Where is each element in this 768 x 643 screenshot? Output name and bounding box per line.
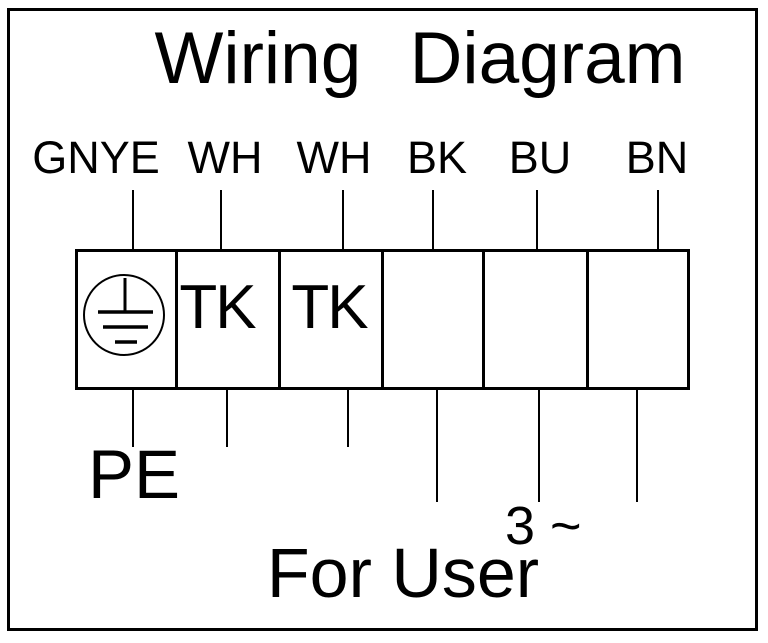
wire-bu-top-segment: [536, 190, 538, 251]
diagram-border: [7, 8, 758, 631]
wire-tk-2-bottom-segment: [347, 389, 349, 447]
terminal-divider: [482, 252, 485, 387]
wire-tk-1-bottom-segment: [226, 389, 228, 447]
wire-label-bu: BU: [508, 132, 572, 183]
wire-bu-bottom-segment: [538, 389, 540, 502]
earth-ground-icon: [83, 274, 165, 356]
wire-label-bk: BK: [406, 132, 468, 183]
terminal-label-tk-1: TK: [179, 273, 256, 342]
terminal-divider: [175, 252, 178, 387]
pe-label: PE: [88, 436, 181, 513]
wire-bn-bottom-segment: [636, 389, 638, 502]
wire-wh-1-top-segment: [220, 190, 222, 251]
terminal-divider: [381, 252, 384, 387]
terminal-label-tk-2: TK: [291, 273, 368, 342]
terminal-divider: [278, 252, 281, 387]
wire-bn-top-segment: [657, 190, 659, 251]
footer-label: For User: [266, 534, 540, 612]
diagram-title: Wiring Diagram: [154, 18, 686, 99]
wire-label-bn: BN: [625, 132, 689, 183]
wire-label-wh-2: WH: [296, 132, 372, 183]
wire-bk-top-segment: [432, 190, 434, 251]
wire-pe-bottom-segment: [132, 389, 134, 447]
wire-wh-2-top-segment: [342, 190, 344, 251]
phase-label: 3 ~: [505, 496, 582, 556]
wire-bk-bottom-segment: [436, 389, 438, 502]
wire-gnye-top-segment: [132, 190, 134, 251]
terminal-divider: [586, 252, 589, 387]
wire-label-wh-1: WH: [187, 132, 263, 183]
wire-label-gnye: GNYE: [32, 132, 160, 183]
